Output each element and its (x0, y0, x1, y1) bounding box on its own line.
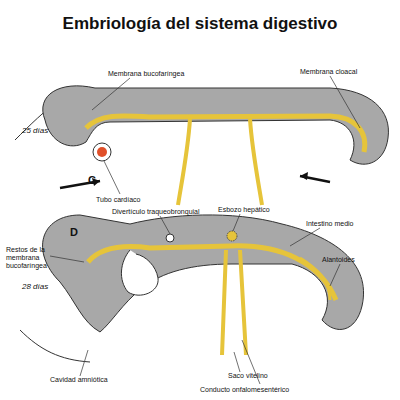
liver-bud (227, 231, 237, 241)
yolk-sac-wall (178, 119, 262, 205)
part-label: Esbozo hepático (218, 206, 298, 214)
part-label: D (70, 226, 90, 238)
arrow-head (300, 172, 308, 180)
heart-loop (121, 250, 158, 295)
part-label: Saco vitelino (228, 372, 308, 380)
gut-tube (86, 116, 365, 152)
part-label: Membrana bucofaríngea (108, 70, 218, 78)
vitelline-duct (222, 250, 246, 355)
part-label: Cavidad amniótica (50, 376, 140, 384)
part-label: C (88, 174, 108, 186)
part-label: Conducto onfalomesentérico (200, 386, 340, 394)
part-label: 25 días (22, 126, 62, 135)
part-label: Alantoides (322, 256, 392, 264)
leader-line (50, 214, 340, 384)
pericardial-cavity (93, 143, 111, 161)
part-label: 28 días (22, 282, 62, 291)
part-label: Divertículo traqueobronquial (112, 208, 222, 216)
embryo-body (43, 86, 389, 164)
tracheobronchial-bud (166, 234, 174, 242)
amnion-line (20, 330, 90, 362)
heart-tube (97, 147, 107, 157)
part-label: Tubo cardíaco (96, 196, 176, 204)
part-label: Intestino medio (306, 220, 386, 228)
diagram-title: Embriología del sistema digestivo (0, 14, 400, 34)
leader-line (92, 76, 360, 194)
embryo-body (43, 215, 364, 332)
gut-tube (88, 246, 336, 300)
part-label: Membrana cloacal (300, 68, 390, 76)
allantois (300, 258, 330, 300)
part-label: Restos de la membrana bucofaríngea (6, 246, 58, 270)
